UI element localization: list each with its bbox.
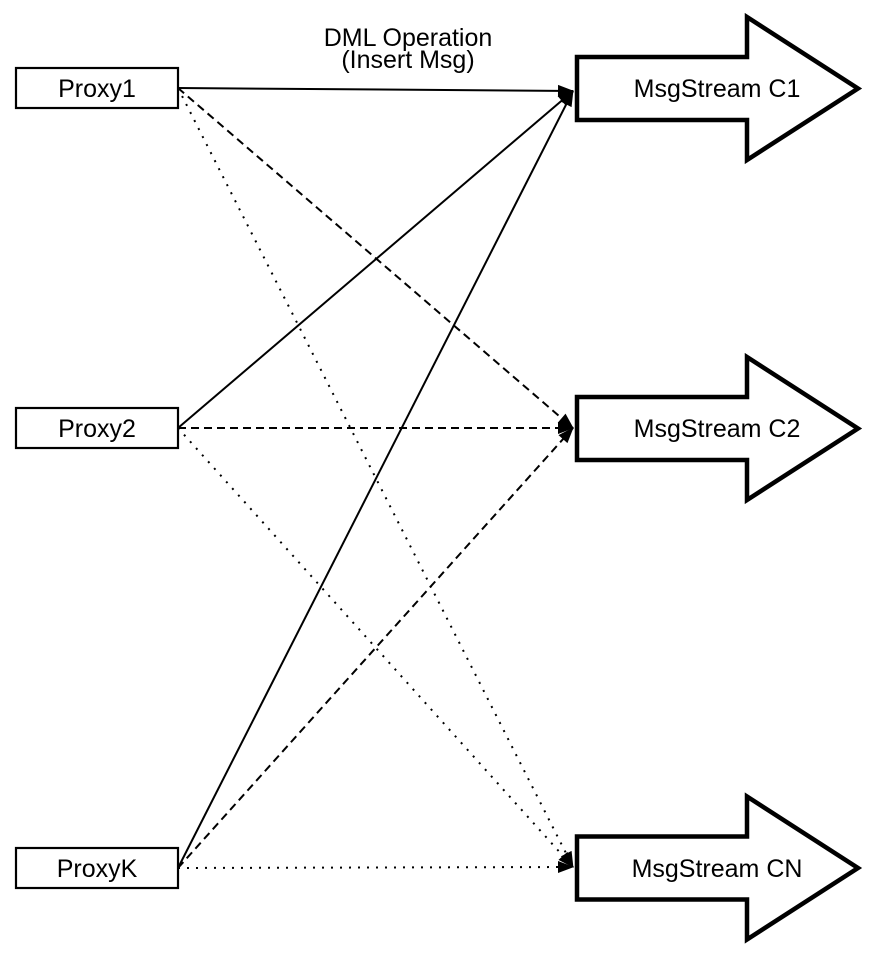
diagram-title: DML Operation (Insert Msg) (324, 24, 493, 74)
edge-proxy1-c1 (177, 84, 574, 97)
node-proxy2: Proxy2 (14, 406, 180, 450)
title-line2: (Insert Msg) (341, 46, 474, 74)
msgstream-c2-arrow-shape (574, 352, 863, 505)
edge-proxyk-cn (177, 861, 574, 874)
msgstream-c1-label: MsgStream C1 (634, 75, 801, 103)
msgstream-cn-label: MsgStream CN (632, 855, 803, 883)
msgstream-cn-arrow-shape (574, 792, 863, 944)
proxy1-box (14, 66, 180, 110)
proxyk-box (14, 846, 180, 890)
edge-proxy1-cn (177, 87, 574, 868)
edge-proxy1-c2 (177, 87, 574, 429)
proxy1-label: Proxy1 (58, 75, 136, 103)
node-proxyk: ProxyK (14, 846, 180, 890)
node-msgstream-c2: MsgStream C2 (574, 352, 863, 505)
edge-proxy2-c1 (177, 90, 574, 429)
title-line1: DML Operation (324, 24, 493, 52)
msgstream-c1-arrow-shape (574, 12, 863, 165)
node-proxy1: Proxy1 (14, 66, 180, 110)
msgstream-c2-label: MsgStream C2 (634, 415, 801, 443)
proxy2-box (14, 406, 180, 450)
edge-proxyk-c1 (177, 90, 574, 869)
proxy2-label: Proxy2 (58, 415, 136, 443)
edge-proxyk-c2 (177, 427, 574, 869)
node-msgstream-c1: MsgStream C1 (574, 12, 863, 165)
edge-proxy2-cn (177, 427, 574, 868)
edges-layer (177, 84, 574, 874)
proxyk-label: ProxyK (57, 855, 138, 883)
node-msgstream-cn: MsgStream CN (574, 792, 863, 944)
